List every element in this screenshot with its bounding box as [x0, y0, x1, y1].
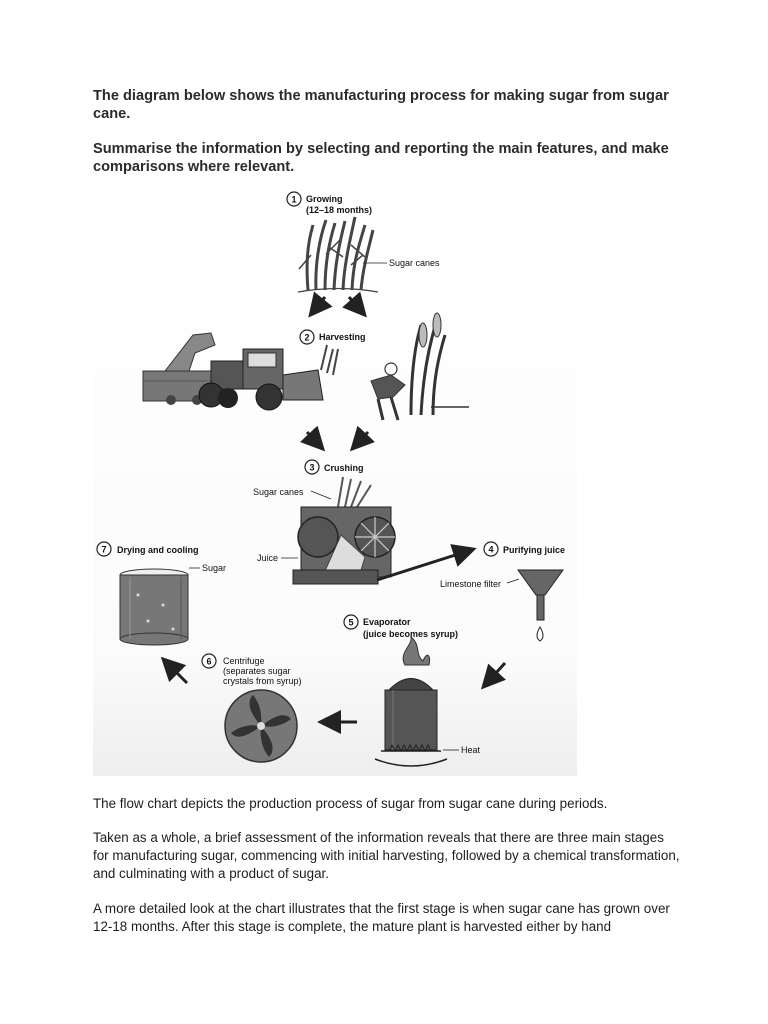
svg-text:7: 7	[101, 545, 106, 555]
svg-text:6: 6	[206, 657, 211, 667]
svg-text:(12–18 months): (12–18 months)	[306, 205, 372, 215]
flow-arrow	[307, 432, 321, 447]
sugar-canes-crush-label: Sugar canes	[253, 487, 304, 497]
flow-arrow	[312, 297, 325, 313]
svg-text:Purifying juice: Purifying juice	[503, 545, 565, 555]
step-evaporator: 5 Evaporator (juice becomes syrup)	[344, 615, 458, 639]
step-drying-cooling: 7 Drying and cooling	[97, 542, 199, 556]
svg-text:crystals from syrup): crystals from syrup)	[223, 676, 302, 686]
flow-arrow	[165, 661, 187, 683]
svg-text:Evaporator: Evaporator	[363, 617, 411, 627]
step-crushing: 3 Crushing	[305, 460, 364, 474]
svg-text:4: 4	[488, 545, 493, 555]
svg-text:Harvesting: Harvesting	[319, 332, 366, 342]
svg-text:Centrifuge: Centrifuge	[223, 656, 265, 666]
limestone-filter-illustration	[518, 570, 563, 641]
paragraph-details: A more detailed look at the chart illust…	[93, 900, 683, 936]
flow-arrow	[485, 663, 505, 685]
limestone-filter-label: Limestone filter	[440, 579, 501, 589]
crushing-machine-illustration	[293, 477, 395, 584]
svg-text:Drying and cooling: Drying and cooling	[117, 545, 199, 555]
harvester-truck-illustration	[143, 333, 338, 410]
svg-text:(juice becomes syrup): (juice becomes syrup)	[363, 629, 458, 639]
step-harvesting: 2 Harvesting	[300, 330, 366, 344]
sugar-process-diagram: 1 Growing (12–18 months) Sugar canes 2 H…	[93, 185, 577, 776]
sugar-canes-label: Sugar canes	[389, 258, 440, 268]
task-heading: The diagram below shows the manufacturin…	[93, 87, 683, 123]
evaporator-illustration	[375, 637, 447, 766]
task-instruction: Summarise the information by selecting a…	[93, 140, 683, 176]
step-growing: 1 Growing (12–18 months)	[287, 192, 372, 215]
svg-text:1: 1	[291, 195, 296, 205]
svg-text:3: 3	[309, 463, 314, 473]
juice-label: Juice	[257, 553, 278, 563]
svg-text:(separates sugar: (separates sugar	[223, 666, 291, 676]
svg-text:2: 2	[304, 333, 309, 343]
paragraph-intro: The flow chart depicts the production pr…	[93, 795, 683, 813]
flow-arrow	[354, 432, 368, 447]
drying-drum-illustration	[120, 569, 188, 645]
sugar-label: Sugar	[202, 563, 226, 573]
heat-label: Heat	[461, 745, 481, 755]
sugar-cane-field-illustration	[298, 217, 378, 292]
svg-text:5: 5	[348, 618, 353, 628]
step-purifying-juice: 4 Purifying juice	[484, 542, 565, 556]
leader-line	[311, 491, 331, 499]
centrifuge-illustration	[225, 690, 297, 762]
svg-text:Crushing: Crushing	[324, 463, 364, 473]
paragraph-overview: Taken as a whole, a brief assessment of …	[93, 829, 683, 883]
svg-text:Growing: Growing	[306, 194, 343, 204]
step-centrifuge: 6 Centrifuge (separates sugar crystals f…	[202, 654, 302, 686]
leader-line	[507, 579, 519, 583]
flow-arrow	[349, 297, 363, 313]
manual-harvester-illustration	[371, 313, 469, 420]
